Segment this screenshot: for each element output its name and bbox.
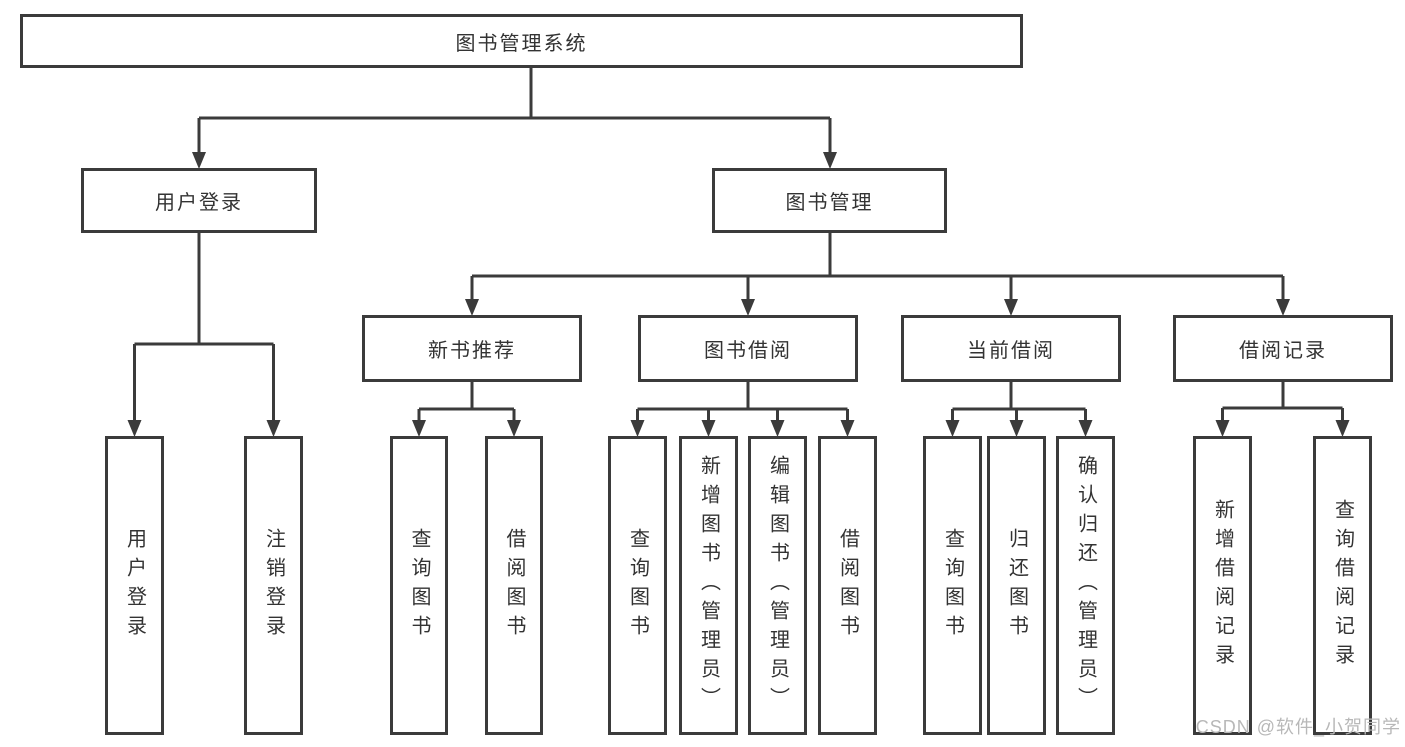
leaf-add-borrow-record: 新增借阅记录 — [1193, 436, 1252, 735]
leaf-query-books-current: 查询图书 — [923, 436, 982, 735]
leaf-edit-books-admin: 编辑图书（管理员） — [748, 436, 807, 735]
leaf-label: 新增图书（管理员） — [697, 455, 720, 716]
leaf-borrow-books: 借阅图书 — [818, 436, 877, 735]
leaf-return-books: 归还图书 — [987, 436, 1046, 735]
leaf-query-borrow-record: 查询借阅记录 — [1313, 436, 1372, 735]
leaf-label: 确认归还（管理员） — [1074, 455, 1097, 716]
leaf-label: 借阅图书 — [836, 527, 859, 644]
leaf-label: 查询图书 — [941, 527, 964, 644]
leaf-user-login: 用户登录 — [105, 436, 164, 735]
leaf-label: 注销登录 — [262, 527, 285, 644]
node-label: 图书管理 — [785, 192, 874, 214]
leaf-query-books-recommend: 查询图书 — [390, 436, 448, 735]
leaf-label: 编辑图书（管理员） — [766, 455, 789, 716]
node-label: 借阅记录 — [1239, 340, 1327, 362]
connector-lines — [133, 68, 1344, 424]
node-book-management-branch: 图书管理 — [712, 168, 947, 233]
leaf-add-books-admin: 新增图书（管理员） — [679, 436, 738, 735]
node-book-borrow: 图书借阅 — [638, 315, 858, 382]
node-root-label: 图书管理系统 — [455, 32, 588, 55]
node-label: 用户登录 — [155, 192, 243, 214]
node-label: 新书推荐 — [428, 340, 516, 362]
leaf-borrow-books-recommend: 借阅图书 — [485, 436, 543, 735]
leaf-label: 查询借阅记录 — [1331, 498, 1354, 673]
leaf-confirm-return-admin: 确认归还（管理员） — [1056, 436, 1115, 735]
csdn-watermark: CSDN @软件_小贺同学 — [1195, 717, 1401, 737]
node-user-login-branch: 用户登录 — [81, 168, 317, 233]
node-borrow-records: 借阅记录 — [1173, 315, 1393, 382]
leaf-logout: 注销登录 — [244, 436, 303, 735]
node-new-book-recommend: 新书推荐 — [362, 315, 582, 382]
leaf-label: 查询图书 — [408, 527, 430, 644]
leaf-label: 查询图书 — [626, 527, 649, 644]
leaf-label: 新增借阅记录 — [1211, 498, 1234, 673]
leaf-label: 借阅图书 — [503, 527, 525, 644]
leaf-label: 归还图书 — [1005, 527, 1028, 644]
node-label: 当前借阅 — [967, 340, 1055, 362]
leaf-query-books-borrow: 查询图书 — [608, 436, 667, 735]
node-root-system: 图书管理系统 — [20, 14, 1023, 68]
node-current-borrow: 当前借阅 — [901, 315, 1121, 382]
leaf-label: 用户登录 — [123, 527, 146, 644]
node-label: 图书借阅 — [704, 340, 792, 362]
